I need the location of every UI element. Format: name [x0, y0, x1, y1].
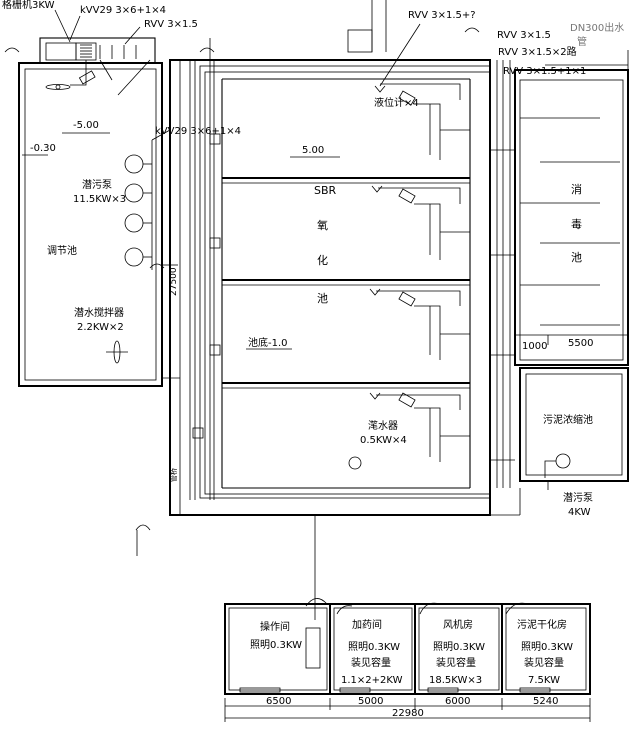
outlet-label-2: 管	[577, 35, 587, 48]
pump-spec: 11.5KW×3	[73, 194, 126, 205]
screen-machine-label: 格栅机3KW	[2, 0, 55, 11]
sbr-name-4: 池	[317, 292, 328, 305]
screen-machine	[75, 42, 97, 61]
sludge-tank-name: 污泥浓缩池	[543, 413, 593, 426]
cable-label-a: RVV 3×1.5+?	[408, 10, 476, 21]
level-gauge-label: 液位计×4	[374, 96, 419, 109]
disinfection-dim-b: 5500	[568, 338, 593, 349]
pump-icon	[348, 456, 362, 470]
dim-1: 6500	[266, 696, 291, 707]
disinfection-dim-a: 1000	[522, 341, 547, 352]
tank-name: 调节池	[47, 244, 77, 257]
sludge-pump-spec: 4KW	[568, 507, 591, 518]
cable-label-d: RVV 3×1.5+1×1	[503, 66, 586, 77]
room-3-line-1: 照明0.3KW	[433, 641, 485, 653]
dim-4: 5240	[533, 696, 558, 707]
room-2-name: 加药间	[352, 618, 382, 631]
room-2-line-1: 照明0.3KW	[348, 641, 400, 653]
room-4-line-3: 7.5KW	[528, 675, 560, 686]
room-1-line-1: 照明0.3KW	[250, 639, 302, 651]
room-1-name: 操作间	[260, 620, 290, 633]
decanter-label: 滗水器	[368, 419, 398, 432]
cable-label-2: RVV 3×1.5	[144, 19, 198, 30]
equipment-rooms	[224, 598, 591, 722]
room-2-line-3: 1.1×2+2KW	[341, 675, 403, 686]
room-4-line-2: 装见容量	[524, 656, 564, 669]
sludge-thickener	[519, 367, 629, 490]
disinfection-char-1: 消	[571, 182, 582, 196]
mixer-icon	[106, 340, 128, 364]
side-mark: 管桥	[169, 468, 178, 482]
door-arc-icon	[4, 27, 480, 556]
mixer-label: 潜水搅拌器	[74, 306, 124, 319]
room-3-line-2: 装见容量	[436, 656, 476, 669]
sludge-pump-label: 潜污泵	[563, 491, 593, 504]
room-2-line-2: 装见容量	[351, 656, 391, 669]
sbr-name-3: 化	[317, 253, 328, 267]
sbr-tank-block	[169, 0, 521, 620]
cable-label-b: RVV 3×1.5	[497, 30, 551, 41]
door-arc-icon	[305, 598, 529, 615]
level-top: -5.00	[73, 120, 99, 131]
pump-icon	[124, 154, 152, 267]
cable-label-1: kVV29 3×6+1×4	[80, 5, 166, 16]
room-3-line-3: 18.5KW×3	[429, 675, 482, 686]
mixer-spec: 2.2KW×2	[77, 322, 124, 333]
decanter-spec: 0.5KW×4	[360, 435, 407, 446]
level-bottom: -0.30	[30, 143, 56, 154]
disinfection-char-3: 池	[571, 251, 582, 264]
decanter-icon	[398, 90, 416, 408]
dim-total: 22980	[392, 708, 424, 719]
outlet-label: DN300出水	[570, 21, 624, 34]
dim-3: 6000	[445, 696, 470, 707]
level-gauge-icon	[369, 85, 386, 400]
cable-label-3: kVV29 3×6+1×4	[155, 126, 241, 137]
dim-2: 5000	[358, 696, 383, 707]
water-level: 5.00	[302, 145, 324, 156]
room-4-name: 污泥干化房	[517, 618, 567, 631]
disinfection-char-2: 毒	[571, 218, 582, 231]
fan-icon	[45, 84, 71, 90]
regulating-tank	[18, 9, 180, 387]
sbr-name-1: SBR	[314, 184, 337, 197]
pump-label: 潜污泵	[82, 178, 112, 191]
disinfection-tank	[514, 50, 629, 366]
cable-label-c: RVV 3×1.5×2路	[498, 45, 577, 58]
room-3-name: 风机房	[443, 618, 473, 631]
bottom-level: 池底-1.0	[248, 336, 288, 349]
pump-icon	[555, 453, 571, 469]
length-dim: 27500	[169, 267, 179, 296]
room-4-line-1: 照明0.3KW	[521, 641, 573, 653]
valve-column	[489, 60, 515, 488]
sbr-name-2: 氧	[317, 218, 328, 232]
